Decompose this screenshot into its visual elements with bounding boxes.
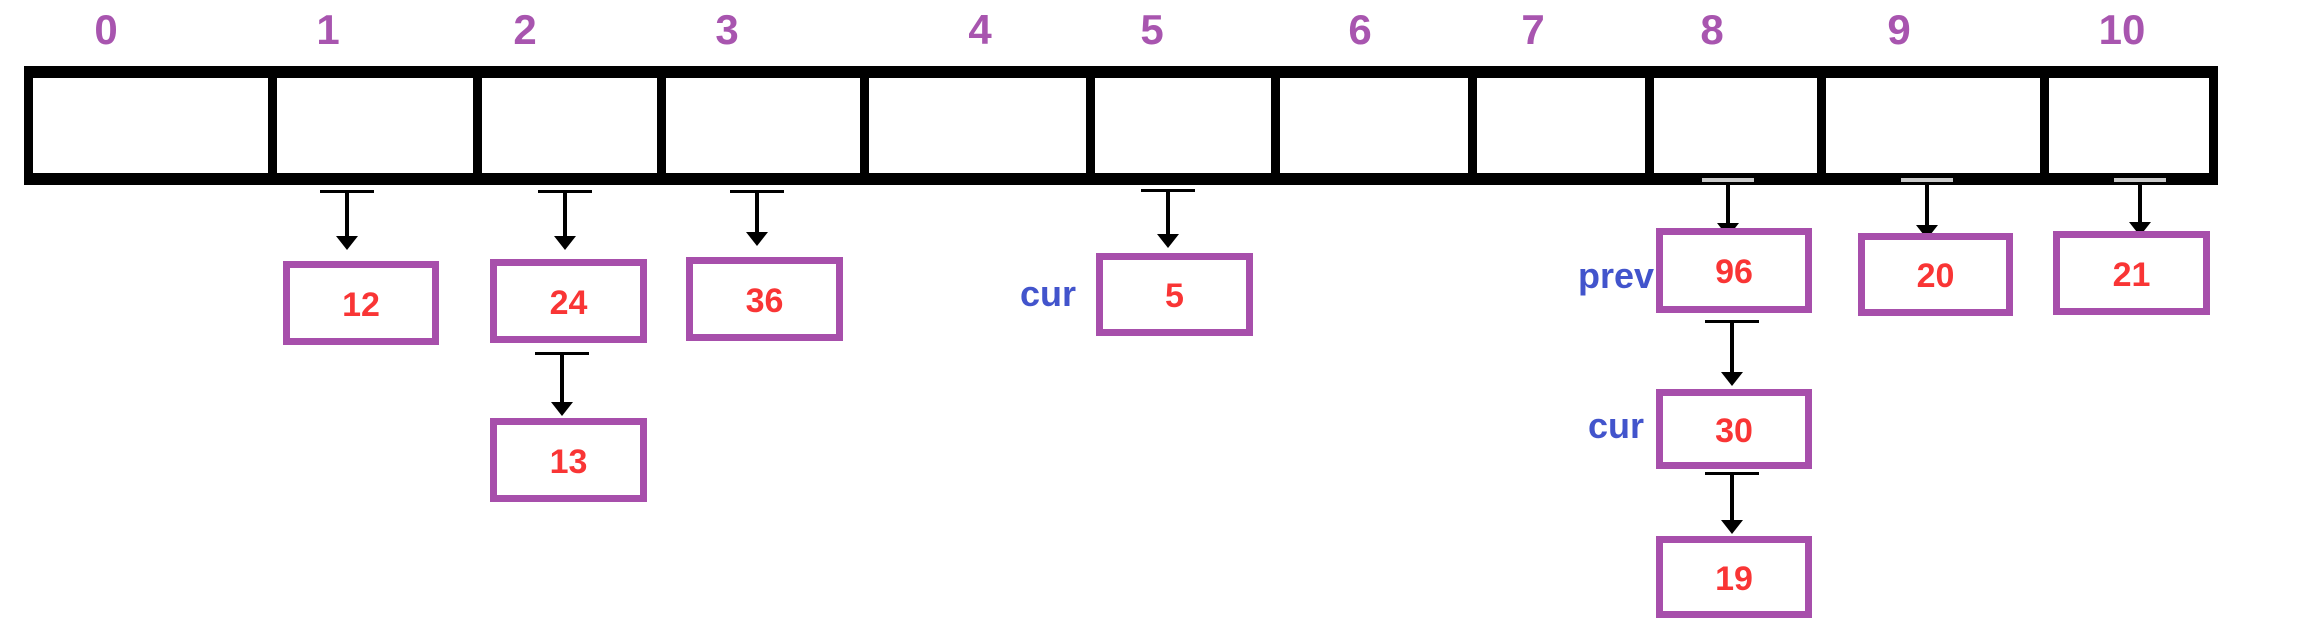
- node-5: 5: [1096, 253, 1253, 336]
- bucket-divider: [657, 78, 666, 173]
- node-value: 30: [1715, 411, 1753, 450]
- node-value: 21: [2112, 255, 2151, 294]
- node-20: 20: [1858, 233, 2013, 316]
- pointer-label-cur-node-30: cur: [1588, 405, 1645, 446]
- bucket-index-label-3: 3: [715, 6, 739, 53]
- arrowhead-icon: [554, 236, 576, 250]
- bucket-index-label-8: 8: [1700, 6, 1724, 53]
- arrowhead-icon: [1721, 372, 1743, 386]
- arrowhead-icon: [336, 236, 358, 250]
- arrow-stem: [1925, 185, 1929, 225]
- arrow-bar: [1705, 472, 1759, 475]
- bucket-index-label-6: 6: [1348, 6, 1372, 53]
- bucket-index-label-1: 1: [316, 6, 340, 53]
- arrow-bar: [320, 190, 374, 193]
- arrow-stem: [345, 193, 349, 236]
- arrow-stem: [1166, 192, 1170, 234]
- bucket-divider: [2040, 78, 2049, 173]
- bucket-index-label-4: 4: [968, 6, 992, 53]
- arrow-bucket1-to-node-12: [320, 190, 374, 250]
- node-value: 20: [1916, 257, 1955, 295]
- node-value: 13: [549, 442, 588, 481]
- bucket-index-label-5: 5: [1140, 6, 1164, 53]
- arrow-bar: [538, 190, 592, 193]
- arrow-bar: [730, 190, 784, 193]
- arrow-stem: [1730, 323, 1734, 372]
- node-36: 36: [686, 257, 843, 341]
- node-value: 19: [1715, 559, 1753, 598]
- bucket-divider: [1271, 78, 1280, 173]
- arrow-stem: [1730, 475, 1734, 520]
- bucket-index-label-10: 10: [2098, 6, 2146, 53]
- bucket-index-label-7: 7: [1521, 6, 1545, 53]
- bucket-array: [24, 66, 2218, 185]
- connector-tick: [2114, 178, 2166, 182]
- arrow-stem: [755, 193, 759, 232]
- arrow-node-96-to-node-30: [1705, 320, 1759, 386]
- arrow-node-24-to-node-13: [535, 352, 589, 416]
- bucket-index-label-9: 9: [1887, 6, 1911, 53]
- bucket-divider: [1468, 78, 1477, 173]
- bucket-index-label-0: 0: [94, 6, 118, 53]
- arrowhead-icon: [551, 402, 573, 416]
- node-value: 36: [745, 281, 784, 320]
- node-12: 12: [283, 261, 439, 345]
- node-value: 96: [1715, 253, 1753, 291]
- node-value: 5: [1165, 277, 1184, 315]
- node-value: 24: [549, 283, 588, 322]
- arrowhead-icon: [1721, 520, 1743, 534]
- node-30: 30: [1656, 389, 1812, 469]
- arrow-node-30-to-node-19: [1705, 472, 1759, 534]
- arrow-bar: [1141, 189, 1195, 192]
- arrow-bucket2-to-node-24: [538, 190, 592, 250]
- bucket-divider: [1817, 78, 1826, 173]
- arrow-stem: [1726, 185, 1730, 223]
- connector-tick: [1901, 178, 1953, 182]
- arrowhead-icon: [1157, 234, 1179, 248]
- node-21: 21: [2053, 231, 2210, 315]
- arrow-bar: [535, 352, 589, 355]
- bucket-index-label-2: 2: [513, 6, 537, 53]
- node-value: 12: [342, 285, 380, 324]
- node-96: 96: [1656, 228, 1812, 313]
- arrow-stem: [560, 355, 564, 402]
- pointer-label-cur-node-5: cur: [1020, 273, 1077, 314]
- node-24: 24: [490, 259, 647, 343]
- bucket-divider: [1645, 78, 1654, 173]
- arrow-stem: [563, 193, 567, 236]
- bucket-divider: [1086, 78, 1095, 173]
- arrow-bucket3-to-node-36: [730, 190, 784, 246]
- connector-tick: [1702, 178, 1754, 182]
- node-19: 19: [1656, 536, 1812, 618]
- pointer-label-prev-node-96: prev: [1578, 255, 1655, 296]
- arrow-stem: [2138, 185, 2142, 222]
- arrow-bucket5-to-node-5: [1141, 189, 1195, 248]
- arrow-bucket10-to-node-21: [2113, 185, 2167, 236]
- arrowhead-icon: [746, 232, 768, 246]
- bucket-divider: [268, 78, 277, 173]
- arrow-bucket9-to-node-20: [1900, 185, 1954, 239]
- node-13: 13: [490, 418, 647, 502]
- bucket-divider: [473, 78, 482, 173]
- bucket-divider: [860, 78, 869, 173]
- arrow-bar: [1705, 320, 1759, 323]
